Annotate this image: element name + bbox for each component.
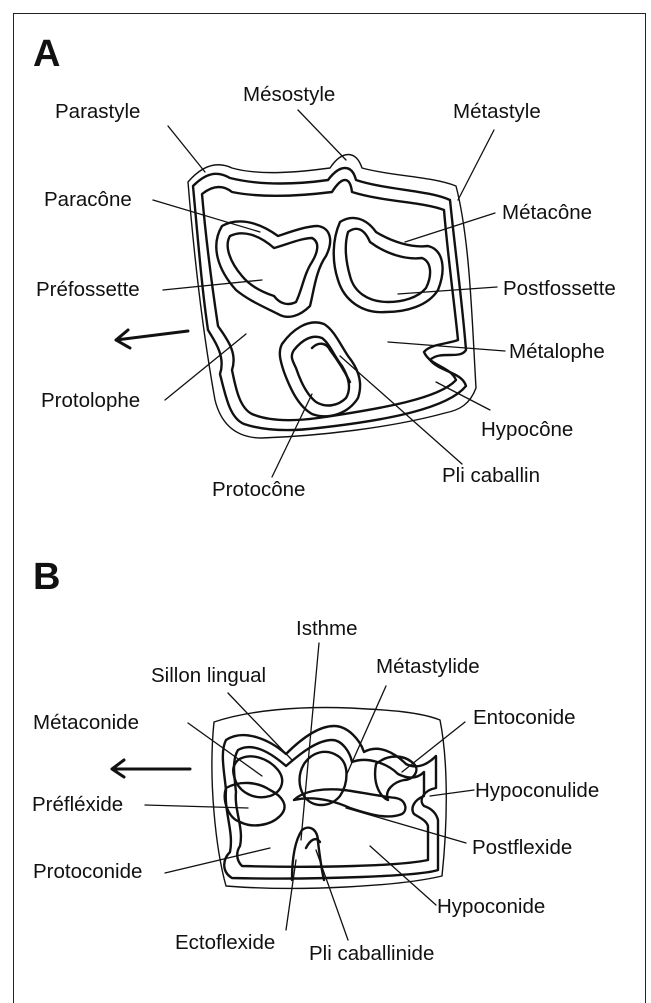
postfossette-outline — [334, 218, 443, 312]
label-metalophe: Métalophe — [509, 342, 605, 363]
label-metastylide: Métastylide — [376, 657, 480, 678]
label-protocone: Protocône — [212, 480, 305, 501]
label-metastyle: Métastyle — [453, 102, 541, 123]
metaconide-loop — [233, 756, 282, 797]
label-preflexide: Préfléxide — [32, 795, 123, 816]
lower-tooth-drawing — [112, 708, 446, 889]
direction-arrow-a — [116, 330, 188, 348]
label-protolophe: Protolophe — [41, 391, 140, 412]
preflexide-loop — [225, 783, 285, 825]
label-metaconide: Métaconide — [33, 713, 139, 734]
label-entoconide: Entoconide — [473, 708, 576, 729]
panel-a-letter: A — [33, 35, 60, 73]
label-postflexide: Postflexide — [472, 838, 572, 859]
label-ectoflexide: Ectoflexide — [175, 933, 275, 954]
label-sillon-lingual: Sillon lingual — [151, 666, 266, 687]
label-mesostyle: Mésostyle — [243, 85, 335, 106]
label-prefossette: Préfossette — [36, 280, 140, 301]
ectoflexide-fold — [292, 828, 324, 880]
label-pli-caballin: Pli caballin — [442, 466, 540, 487]
label-metacone: Métacône — [502, 203, 592, 224]
label-isthme: Isthme — [296, 619, 358, 640]
label-pli-caballinide: Pli caballinide — [309, 944, 434, 965]
panel-b-letter: B — [33, 558, 60, 596]
label-hypocone: Hypocône — [481, 420, 573, 441]
label-postfossette: Postfossette — [503, 279, 616, 300]
label-parastyle: Parastyle — [55, 102, 140, 123]
label-paracone: Paracône — [44, 190, 132, 211]
postfossette-inner — [346, 229, 430, 302]
upper-enamel-inner — [202, 180, 458, 420]
upper-enamel-outer — [193, 168, 466, 430]
protocone-inner — [292, 337, 349, 406]
label-protoconide: Protoconide — [33, 862, 142, 883]
label-hypoconide: Hypoconide — [437, 897, 545, 918]
label-hypoconulide: Hypoconulide — [475, 781, 599, 802]
direction-arrow-b — [112, 760, 190, 777]
